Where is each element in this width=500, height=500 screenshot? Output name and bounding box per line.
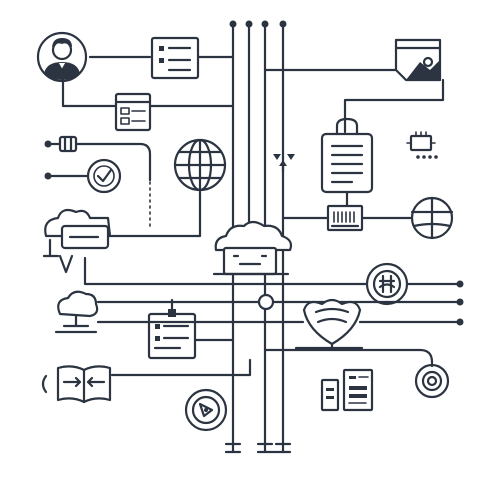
currency-coin-icon [365,262,409,306]
compass-icon [184,388,228,432]
target-ring-icon [414,363,450,399]
connector-lines [46,20,464,454]
globe-small-icon [410,196,454,240]
globe-icon [173,138,227,192]
documents-stack-icon [320,368,374,412]
cloud-database-icon [212,220,293,276]
checkmark-badge-icon [44,158,122,194]
cloud-stand-icon [54,290,99,334]
user-avatar-icon [36,31,88,83]
clipboard-document-icon [320,117,374,194]
list-document-icon [150,36,200,80]
browser-window-icon [114,92,152,132]
circuit-chip-icon [406,131,438,159]
download-arrow-icon [273,154,295,174]
camera-icon [394,38,442,82]
chart-panel-icon [326,204,364,232]
id-badge-icon [147,309,197,360]
plug-connector-icon [44,135,78,153]
book-arrows-icon [41,365,112,404]
shield-crest-icon [302,298,362,350]
server-cloud-icon [42,208,112,274]
